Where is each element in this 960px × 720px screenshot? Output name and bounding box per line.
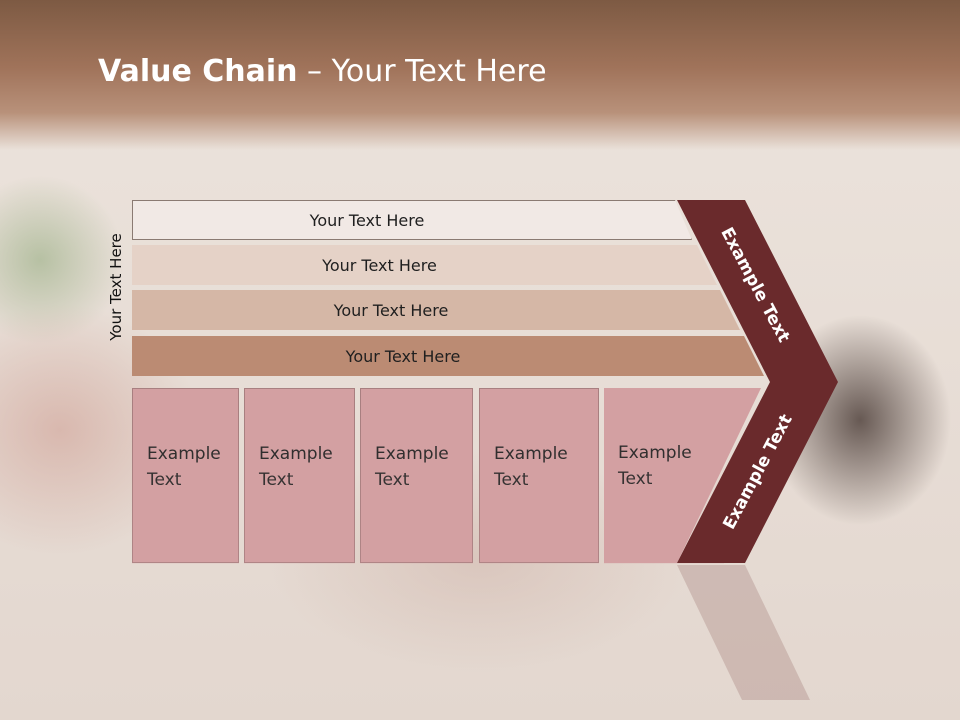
box-1-line2: Text — [147, 470, 182, 490]
bar-2: Your Text Here — [132, 245, 717, 285]
box-2-line1: Example — [259, 444, 333, 464]
bar-1-label: Your Text Here — [309, 210, 425, 230]
box-4-line1: Example — [494, 444, 568, 464]
box-3-line1: Example — [375, 444, 449, 464]
box-4-line2: Text — [494, 470, 529, 490]
title-rest: – Your Text Here — [297, 54, 547, 89]
bar-3: Your Text Here — [132, 290, 740, 330]
box-2-line2: Text — [259, 470, 294, 490]
bar-3-label: Your Text Here — [333, 300, 449, 320]
bar-2-label: Your Text Here — [322, 255, 437, 275]
chevron-reflection — [677, 565, 810, 700]
chevron-shape — [677, 200, 838, 563]
bar-4-label: Your Text Here — [345, 346, 461, 366]
bar-4: Your Text Here — [132, 336, 764, 376]
box-5-line2: Text — [618, 469, 653, 489]
bar-1: Your Text Here — [132, 200, 692, 240]
box-3-line2: Text — [375, 470, 410, 490]
slide-title: Value Chain – Your Text Here — [98, 54, 547, 89]
title-bold: Value Chain — [98, 54, 298, 89]
box-1-line1: Example — [147, 444, 221, 464]
box-5-line1: Example — [618, 443, 692, 463]
header-band — [0, 0, 960, 150]
